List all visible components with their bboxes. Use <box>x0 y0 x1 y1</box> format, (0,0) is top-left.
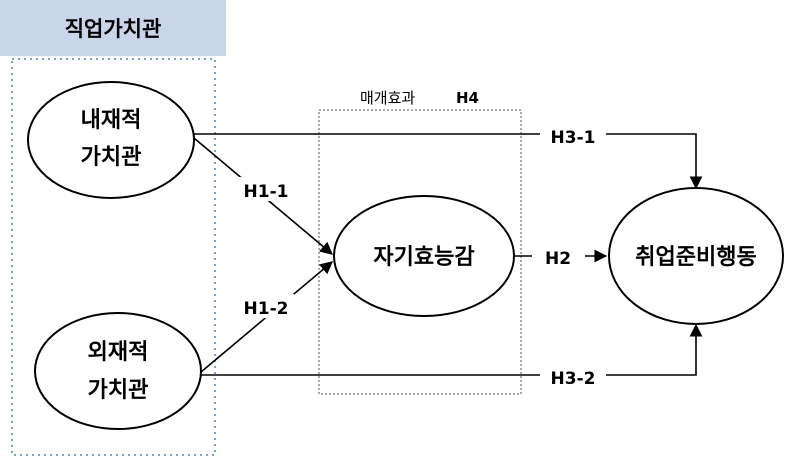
h2-label: H2 <box>545 249 571 269</box>
h1-1-label: H1-1 <box>244 182 289 202</box>
intrinsic-values-node <box>27 81 195 199</box>
h3-1-label: H3-1 <box>551 128 596 148</box>
h1-2-label: H1-2 <box>244 299 289 319</box>
extrinsic-label-line1: 외재적 <box>88 340 149 365</box>
extrinsic-values-node <box>34 312 202 430</box>
mediation-label: 매개효과 <box>360 89 415 107</box>
h3-2-label: H3-2 <box>551 369 596 389</box>
intrinsic-label-line2: 가치관 <box>81 145 142 170</box>
group-header-box <box>0 0 226 56</box>
group-title: 직업가치관 <box>65 17 162 41</box>
job-prep-behavior-label: 취업준비행동 <box>635 245 756 270</box>
mediation-dotted-frame <box>318 109 522 395</box>
h3-2-arrow <box>201 323 703 376</box>
h3-1-arrow <box>194 133 703 190</box>
extrinsic-label-line2: 가치관 <box>88 378 149 403</box>
self-efficacy-label: 자기효능감 <box>373 245 474 270</box>
intrinsic-label-line1: 내재적 <box>81 108 142 133</box>
mediation-hypothesis: H4 <box>456 89 479 107</box>
